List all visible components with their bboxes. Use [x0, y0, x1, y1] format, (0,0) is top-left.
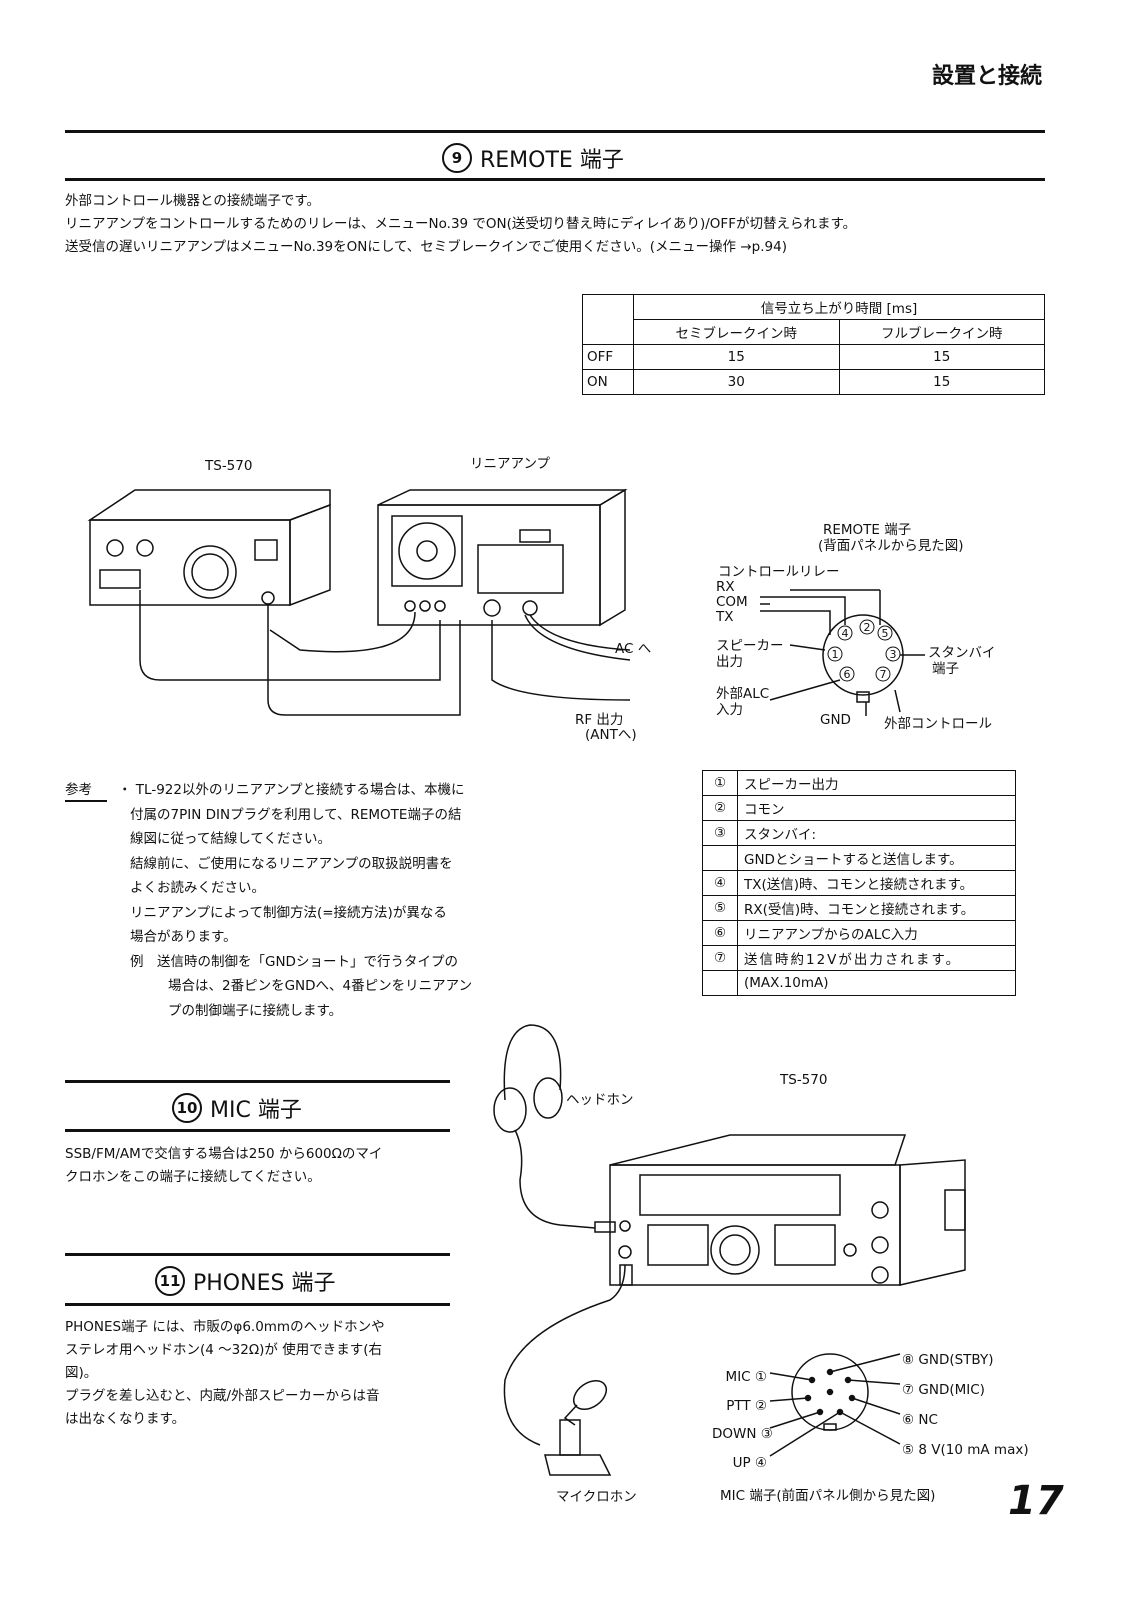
- page-header-title: 設置と接続: [931, 64, 1042, 89]
- mic-pins-left: MIC ① PTT ② DOWN ③ UP ④: [712, 1369, 773, 1471]
- headphone-right-cup: [533, 1077, 563, 1119]
- phones-description: PHONES端子 には、市販のφ6.0mmのヘッドホンや ステレオ用ヘッドホン(…: [65, 1319, 385, 1427]
- mic-connector-caption: MIC 端子(前面パネル側から見た図): [720, 1488, 936, 1504]
- section-number: 9: [442, 143, 472, 173]
- mic-head: [572, 1379, 608, 1411]
- ts570-label: TS-570: [205, 458, 253, 474]
- relay-terminals: RX COM TX: [716, 579, 748, 625]
- ac-label: AC へ: [615, 641, 652, 657]
- section-number: 11: [155, 1266, 185, 1296]
- signal-timing-table: 信号立ち上がり時間 [ms] セミブレークイン時 フルブレークイン時 OFF 1…: [582, 294, 1045, 395]
- svg-text:3: 3: [890, 648, 897, 661]
- ts570-top: [609, 1134, 907, 1166]
- table-row: OFF 15 15: [582, 344, 1045, 370]
- remote-line: 外部コントロール機器との接続端子です。: [65, 193, 321, 209]
- headphone-left-cup: [493, 1087, 527, 1133]
- svg-text:1: 1: [832, 648, 839, 661]
- remote-line: 送受信の遅いリニアアンプはメニューNo.39をONにして、セミブレークインでご使…: [65, 239, 787, 255]
- control-relay-label: コントロールリレー: [718, 564, 840, 580]
- mic-base: [544, 1454, 612, 1476]
- svg-text:7: 7: [880, 668, 887, 681]
- microphone-label: マイクロホン: [556, 1489, 637, 1505]
- linear-amp-label: リニアアンプ: [470, 456, 551, 472]
- phones-rule-bottom: [65, 1303, 450, 1306]
- ts570-front-label: TS-570: [780, 1072, 828, 1088]
- mic-description: SSB/FM/AMで交信する場合は250 から600Ωのマイ クロホンをこの端子…: [65, 1146, 383, 1185]
- remote-description: 外部コントロール機器との接続端子です。 リニアアンプをコントロールするためのリレ…: [65, 190, 1065, 259]
- section-rule-top: [65, 130, 1045, 133]
- section-rule-bottom: [65, 178, 1045, 181]
- table-header: セミブレークイン時: [633, 319, 840, 345]
- standby-label: スタンバイ 端子: [928, 645, 996, 677]
- mic-section-title: MIC 端子: [210, 1098, 302, 1123]
- phones-section-heading: 11 PHONES 端子: [155, 1265, 335, 1297]
- remote-connector-title: REMOTE 端子: [823, 522, 912, 538]
- remote-section-title: REMOTE 端子: [480, 148, 624, 173]
- mic-section-heading: 10 MIC 端子: [172, 1092, 302, 1124]
- rf-output-sub-label: (ANTへ): [585, 727, 637, 743]
- note-text: ・ TL-922以外のリニアアンプと接続する場合は、本機に 付属の7PIN DI…: [118, 782, 473, 1019]
- mic-rule-top: [65, 1080, 450, 1083]
- remote-connector-subtitle: (背面パネルから見た図): [818, 538, 964, 554]
- table-header: フルブレークイン時: [838, 319, 1045, 345]
- section-number: 10: [172, 1093, 202, 1123]
- remote-section-heading: 9 REMOTE 端子: [442, 142, 624, 174]
- note-tag: 参考: [65, 778, 107, 802]
- table-row: ON 30 15: [582, 369, 1045, 395]
- mic-rule-bottom: [65, 1129, 450, 1132]
- speaker-out-label: スピーカー 出力: [716, 638, 784, 670]
- headphone-band: [503, 1024, 562, 1101]
- mic-pins-right: ⑧ GND(STBY) ⑦ GND(MIC) ⑥ NC ⑤ 8 V(10 mA …: [902, 1352, 1029, 1458]
- svg-text:4: 4: [842, 627, 849, 640]
- page-number: 17: [1008, 1478, 1064, 1524]
- phones-rule-top: [65, 1253, 450, 1256]
- ext-alc-label: 外部ALC 入力: [716, 686, 770, 718]
- svg-text:2: 2: [864, 621, 871, 634]
- ext-control-label: 外部コントロール: [884, 716, 992, 732]
- svg-text:5: 5: [882, 627, 889, 640]
- rf-output-label: RF 出力: [575, 712, 624, 728]
- svg-text:6: 6: [844, 668, 851, 681]
- gnd-label: GND: [820, 712, 851, 728]
- phones-section-title: PHONES 端子: [193, 1271, 336, 1296]
- remote-line: リニアアンプをコントロールするためのリレーは、メニューNo.39 でON(送受切…: [65, 216, 857, 232]
- headphone-label: ヘッドホン: [566, 1092, 634, 1108]
- table-row: (MAX.10mA): [702, 970, 1016, 996]
